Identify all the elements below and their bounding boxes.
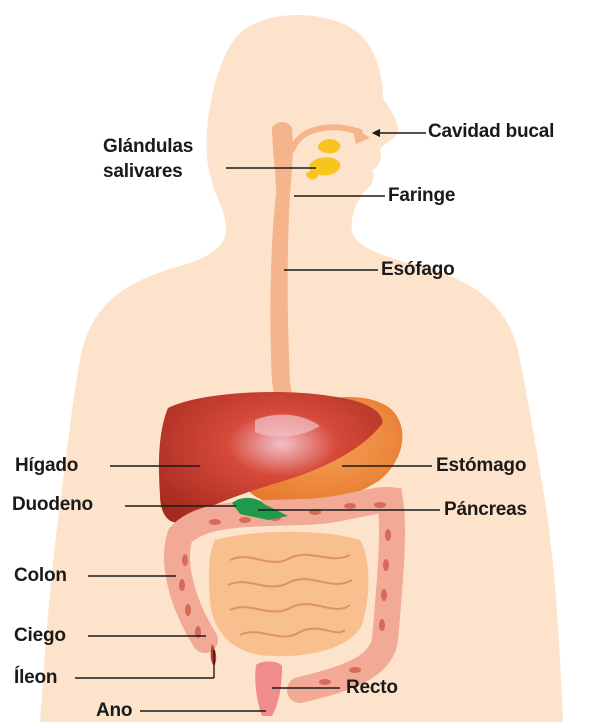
label-ciego: Ciego — [14, 625, 66, 647]
label-estomago: Estómago — [436, 455, 526, 477]
label-recto: Recto — [346, 677, 398, 699]
label-glandulas-line2: salivares — [103, 161, 183, 182]
label-faringe: Faringe — [388, 185, 455, 207]
label-cavidad-bucal: Cavidad bucal — [428, 121, 554, 143]
small-intestine — [209, 532, 369, 657]
label-colon: Colon — [14, 565, 67, 587]
label-ano: Ano — [96, 700, 132, 722]
label-ileon: Íleon — [14, 667, 57, 689]
label-pancreas: Páncreas — [444, 499, 527, 521]
label-glandulas-salivares: Glándulas salivares — [103, 134, 243, 184]
label-higado: Hígado — [15, 455, 78, 477]
label-glandulas-line1: Glándulas — [103, 136, 193, 157]
label-esofago: Esófago — [381, 259, 455, 281]
label-duodeno: Duodeno — [12, 494, 93, 516]
